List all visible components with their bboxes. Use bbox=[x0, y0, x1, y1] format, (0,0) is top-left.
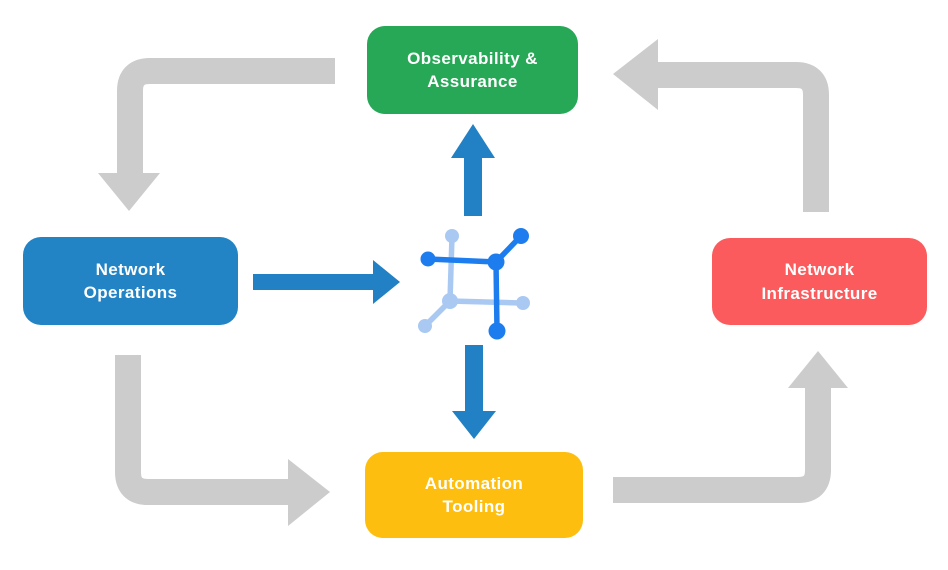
node-network-operations: Network Operations bbox=[23, 237, 238, 325]
node-label-line: Automation bbox=[424, 473, 524, 493]
arrow-infrastructure-to-observability bbox=[613, 39, 829, 212]
node-label-line: Tooling bbox=[442, 497, 506, 516]
arrow-observability-to-operations bbox=[98, 58, 335, 211]
network-mesh-icon bbox=[418, 228, 530, 340]
node-label-line: Network bbox=[784, 260, 855, 280]
node-label-line: Infrastructure bbox=[761, 283, 878, 303]
arrow-core-to-automation bbox=[452, 345, 496, 439]
node-automation-tooling: Automation Tooling bbox=[365, 452, 583, 538]
node-label-line: Observability & bbox=[407, 48, 538, 68]
node-label-line: Operations bbox=[83, 283, 178, 302]
arrow-operations-to-automation bbox=[115, 355, 330, 526]
arrow-operations-to-core bbox=[253, 260, 400, 304]
node-network-infrastructure: Network Infrastructure bbox=[712, 238, 927, 325]
node-label-line: Assurance bbox=[427, 72, 518, 91]
node-observability-assurance: Observability & Assurance bbox=[367, 26, 578, 114]
arrow-automation-to-infrastructure bbox=[613, 351, 848, 503]
arrow-core-to-observability bbox=[451, 124, 495, 216]
node-label-line: Network bbox=[95, 259, 166, 279]
